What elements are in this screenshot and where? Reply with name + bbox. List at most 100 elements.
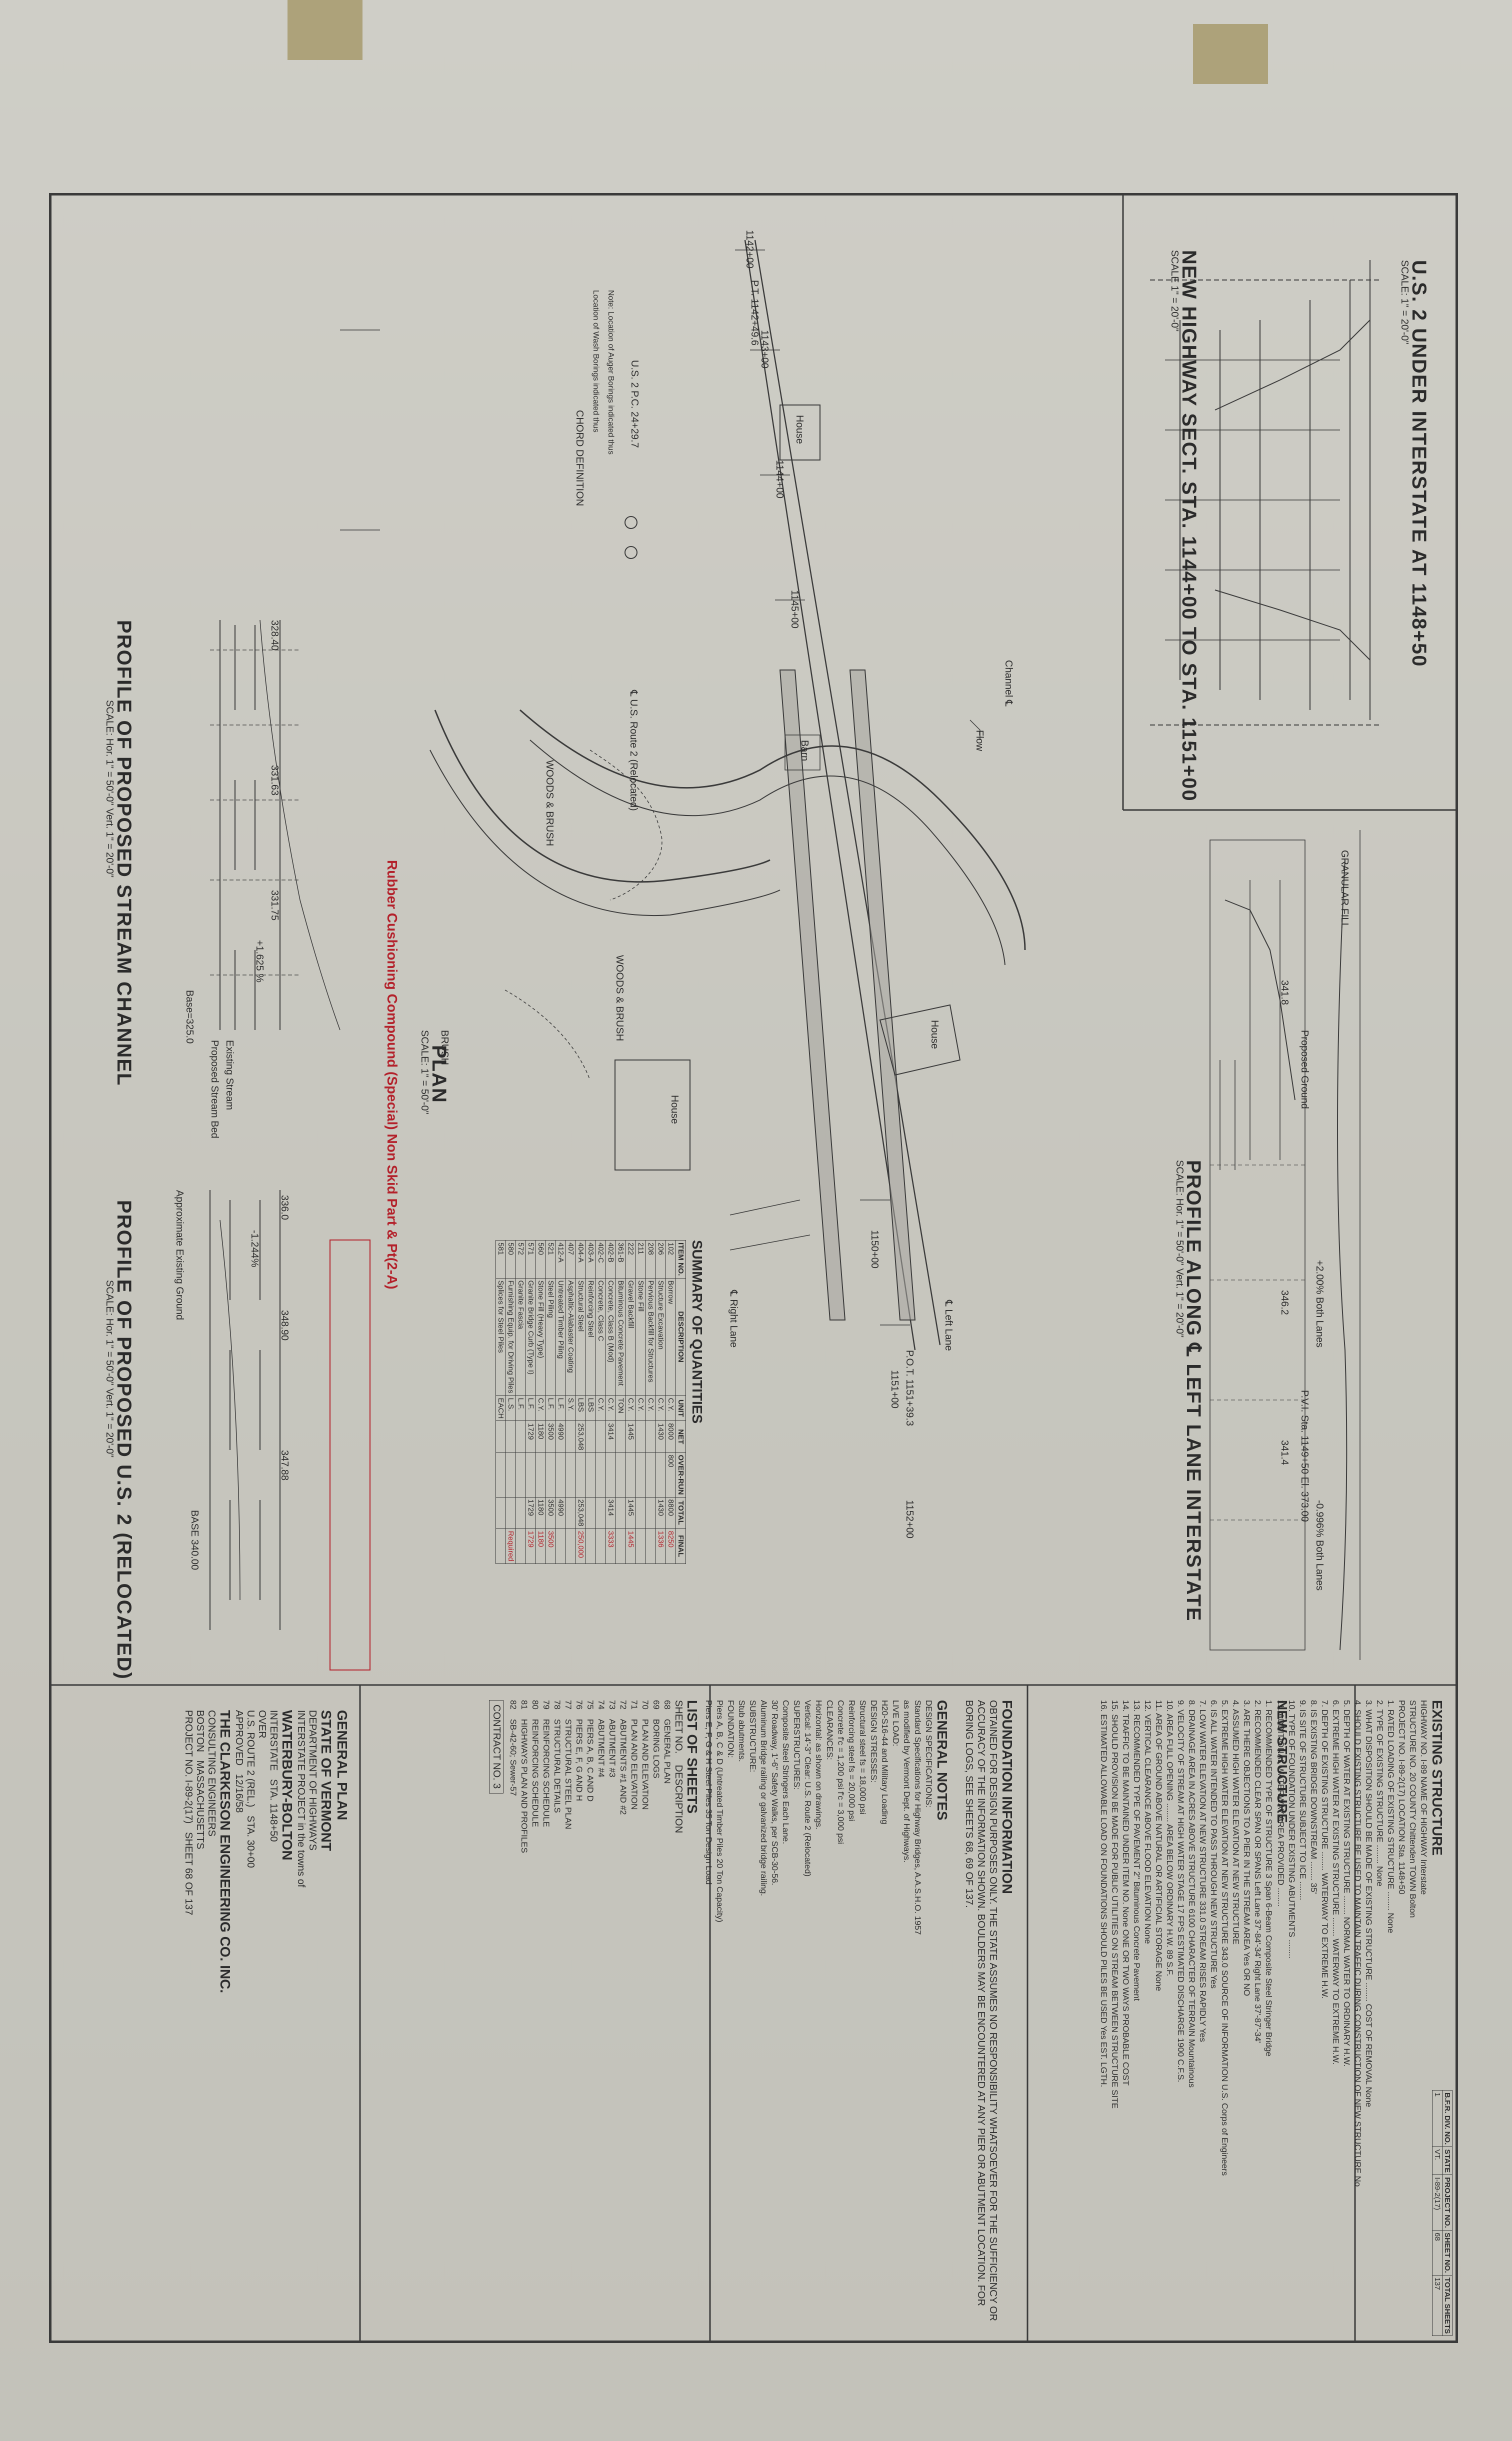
quantity-cell <box>496 1528 506 1564</box>
ll-pvi: P.V.I. Sta. 1149+50 El. 373.00 <box>1299 1390 1310 1522</box>
sheet-number: 73 <box>608 1700 617 1710</box>
plan-woods-label: WOODS & BRUSH <box>544 760 555 846</box>
sheet-number: 70 <box>640 1700 650 1710</box>
quantity-cell <box>636 1497 646 1529</box>
new-highway-title: NEW HIGHWAY SECT. STA. 1144+00 TO STA. 1… <box>1178 250 1200 802</box>
plan-station-ticks <box>735 250 910 1326</box>
quantity-cell: Structure Excavation <box>656 1278 666 1396</box>
quantity-cell <box>646 1528 656 1564</box>
existing-structure-line: 3. WHAT DISPOSITION SHOULD BE MADE OF EX… <box>1364 1700 1374 2108</box>
sheet-description: GENERAL PLAN <box>662 1718 672 1784</box>
new-structure-heading: NEW STRUCTURE <box>1274 1700 1290 1823</box>
quantity-cell: Asphaltic-Alabaster Coating <box>566 1278 576 1396</box>
quantity-cell <box>566 1528 576 1564</box>
new-structure-line: 6. IS ALL WATER INTENDED TO PASS THROUGH… <box>1209 1700 1218 1989</box>
sheet-number: 79 <box>542 1700 551 1710</box>
us2-profile <box>210 1190 280 1630</box>
us2-profile-grade: -1.244% <box>249 1230 260 1268</box>
quantity-cell: Structural Steel <box>576 1278 586 1396</box>
plan-right-lane: ℄ Right Lane <box>728 1290 739 1348</box>
general-notes-block: GENERAL NOTES DESIGN SPECIFICATIONS:Stan… <box>703 1700 950 1935</box>
section-scale: SCALE: 1" = 20'-0" <box>1399 260 1410 344</box>
quantity-cell <box>566 1452 576 1498</box>
quantity-cell: 1445 <box>626 1420 636 1453</box>
quantity-cell: 571 <box>526 1240 536 1278</box>
rev-sheet: 68 <box>1432 2230 1442 2276</box>
foundation-heading: FOUNDATION INFORMATION <box>1000 1700 1015 1894</box>
general-note-line: 30' Roadway, 1'-6" Safety Walks, per SCB… <box>770 1700 780 1886</box>
general-note-line: SUPERSTRUCTURES: <box>792 1700 802 1790</box>
new-structure-line: 9. VELOCITY OF STREAM AT HIGH WATER STAG… <box>1176 1700 1186 2082</box>
quantity-cell: L.F. <box>526 1396 536 1421</box>
tb-date: 12/16/58 <box>234 1774 244 1813</box>
quantity-cell <box>546 1452 556 1498</box>
foundation-block: FOUNDATION INFORMATION OBTAINED FOR DESI… <box>963 1700 1015 2330</box>
quantity-cell <box>506 1452 516 1498</box>
quantity-cell <box>636 1420 646 1453</box>
sta-1143: 1143+00 <box>759 330 770 368</box>
quantity-cell <box>616 1497 626 1529</box>
cross-section-sketch <box>1150 260 1380 726</box>
new-structure-line: 10. AREA FULL OPENING ........ AREA BELO… <box>1165 1700 1174 1976</box>
quantity-cell: 1729 <box>526 1528 536 1564</box>
general-note-line: H20-S16-44 and Military Loading <box>880 1700 890 1824</box>
sheet-number: 71 <box>630 1700 639 1710</box>
stream-profile-val-3: 331.75 <box>269 890 280 921</box>
sheet-description: HIGHWAYS PLAN AND PROFILES <box>520 1718 529 1854</box>
rev-total: 137 <box>1432 2275 1442 2336</box>
quantity-cell: C.Y. <box>606 1396 616 1421</box>
general-note-line: Reinforcing steel fs = 20,000 psi <box>847 1700 856 1822</box>
quantity-cell <box>556 1452 566 1498</box>
quantity-cell: 3333 <box>606 1528 616 1564</box>
col-net: NET <box>676 1420 686 1453</box>
quantities-title: SUMMARY OF QUANTITIES <box>690 1240 705 1424</box>
sheet-number: 72 <box>618 1700 628 1710</box>
tb-state-abbr: MASSACHUSETTS <box>194 1760 206 1850</box>
general-note-line: Piers A, B, C & D (Untreated Timber Pile… <box>715 1700 724 1922</box>
quantity-cell <box>596 1452 606 1498</box>
rev-project-h: PROJECT NO. <box>1442 2174 1452 2230</box>
list-of-sheets-col-headers: SHEET NO. DESCRIPTION <box>672 1700 684 1853</box>
left-lane-profile-title: PROFILE ALONG ℄ LEFT LANE INTERSTATE <box>1182 1160 1204 1622</box>
plan-left-lane: ℄ Left Lane <box>943 1300 954 1351</box>
sheet-number: 81 <box>520 1700 529 1710</box>
quantities-table-red-annot <box>330 1240 370 1670</box>
existing-structure-line: 6. EXTREME HIGH WATER AT EXISTING STRUCT… <box>1331 1700 1340 2065</box>
quantity-cell: 572 <box>516 1240 526 1278</box>
new-structure-line: 5. EXTREME HIGH WATER ELEVATION AT NEW S… <box>1220 1700 1230 2176</box>
plan-us2-reloc: ℄ U.S. Route 2 (Relocated) <box>628 690 639 811</box>
quantity-cell: 222 <box>626 1240 636 1278</box>
quantity-cell <box>606 1452 616 1498</box>
new-structure-block: NEW STRUCTURE 1. RECOMMENDED TYPE OF STR… <box>1098 1700 1290 2176</box>
quantity-cell <box>636 1452 646 1498</box>
new-structure-lines: 1. RECOMMENDED TYPE OF STRUCTURE 3 Span … <box>1098 1700 1274 2176</box>
quantity-cell <box>586 1497 596 1529</box>
rev-project: I-89-2(17) <box>1432 2174 1442 2230</box>
quantity-cell: 8800 <box>666 1497 676 1529</box>
sheet-description: PIERS A, B, C AND D <box>586 1718 595 1802</box>
quantity-cell: C.Y. <box>666 1396 676 1421</box>
quantity-cell: C.Y. <box>646 1396 656 1421</box>
quantity-cell: 404-A <box>576 1240 586 1278</box>
quantity-cell: Bituminous Concrete Pavement <box>616 1278 626 1396</box>
quantity-cell: Steel Piling <box>546 1278 556 1396</box>
quantity-cell: 1430 <box>656 1420 666 1453</box>
quantity-cell <box>506 1420 516 1453</box>
existing-structure-line: HIGHWAY NO. I-89 NAME OF HIGHWAY Interst… <box>1419 1700 1428 1895</box>
tb-sheet: SHEET 68 OF 137 <box>183 1832 194 1916</box>
sheet-list-row: 82 SB-42-60; Sewer-57 <box>508 1700 518 1853</box>
quantity-cell: 800 <box>666 1452 676 1498</box>
existing-structure-line: 5. DEPTH OF WATER AT EXISTING STRUCTURE … <box>1342 1700 1352 2067</box>
plan-pc-label: U.S. 2 P.C. 24+29.7 <box>629 360 640 448</box>
plan-wash-note: Location of Wash Borings indicated thus <box>592 290 600 432</box>
quantity-cell <box>616 1452 626 1498</box>
general-note-line: as modified by Vermont Dept. of Highways… <box>902 1700 912 1863</box>
general-note-line: Horizontal: as shown on drawings. <box>814 1700 824 1830</box>
plan-house-label-3: House <box>669 1095 680 1124</box>
col-sheet-no: SHEET NO. <box>673 1700 684 1754</box>
col-description: DESCRIPTION <box>676 1278 686 1396</box>
